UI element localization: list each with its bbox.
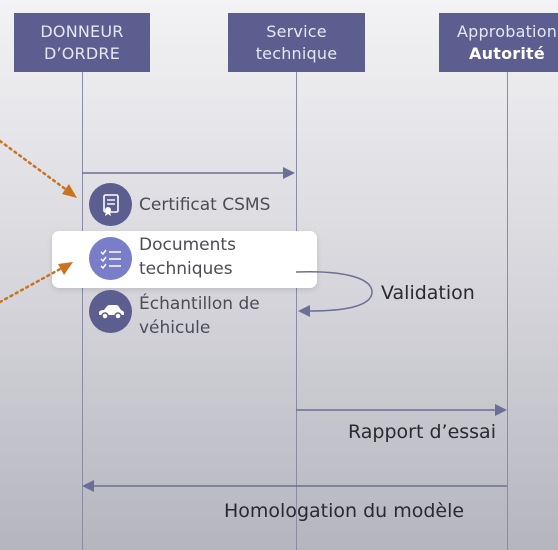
pointer-arrow-documents [0,262,73,304]
message-arrow-report [296,404,507,416]
certificate-icon [89,183,132,226]
message-label-validation: Validation [381,282,475,304]
actor-line1: Service [266,21,327,41]
actor-approbation-autorite: Approbation Autorité [439,13,558,72]
actor-line1: DONNEUR [40,21,124,41]
doc-label-line2: véhicule [139,318,211,338]
lifeline-donneur [82,72,83,550]
lifeline-autorite [507,72,508,550]
actor-donneur-dordre: DONNEUR D’ORDRE [14,13,150,72]
validation-loop-arrow [295,271,373,317]
message-label-rapport: Rapport d’essai [348,421,496,443]
actor-line2: D’ORDRE [43,43,121,63]
doc-label-line2: techniques [139,259,233,279]
message-arrow-submit [82,167,295,179]
message-label-homologation: Homologation du modèle [224,500,465,522]
doc-label-line1: Échantillon de [139,294,260,314]
doc-label-certificat: Certificat CSMS [139,195,271,215]
actor-service-technique: Service technique [228,13,365,72]
doc-label-line1: Documents [139,235,236,255]
doc-label-echantillon: Échantillon de véhicule [139,292,260,340]
actor-line2: technique [255,43,338,63]
lifeline-service [296,72,297,550]
checklist-icon [89,237,132,280]
message-arrow-homologation [82,480,507,492]
doc-label-documents: Documents techniques [139,233,236,281]
car-icon [89,290,132,333]
actor-line2: Autorité [469,43,545,63]
actor-line1: Approbation [456,21,558,41]
pointer-arrow-certificat [0,139,77,198]
